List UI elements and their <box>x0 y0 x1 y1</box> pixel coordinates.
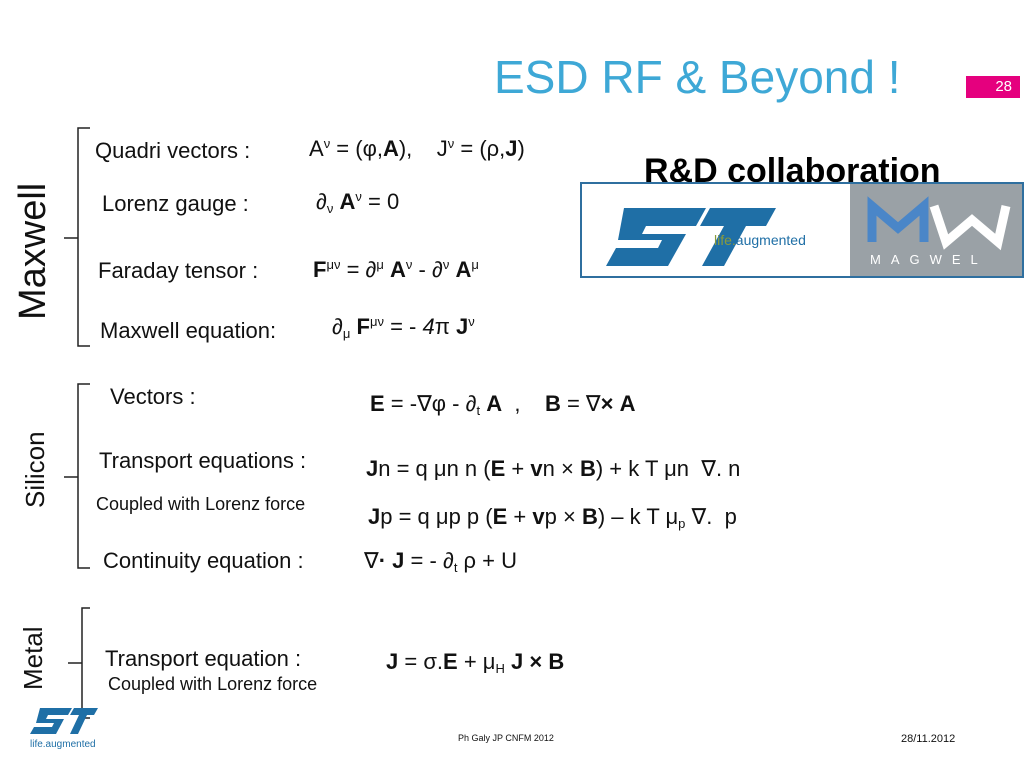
st-logo-small-icon <box>30 708 98 734</box>
magwel-logo: MAGWEL <box>850 184 1022 276</box>
metal-transport-equation-label: Transport equation : <box>105 646 302 671</box>
continuity-equation-label: Continuity equation : <box>103 548 304 573</box>
continuity-equation: ∇· J = - ∂t ρ + U <box>364 548 518 575</box>
footer-author: Ph Galy JP CNFM 2012 <box>458 733 554 743</box>
quadri-vectors-equation: Aν = (φ,A), Jν = (ρ,J) <box>309 136 525 161</box>
page-number-badge: 28 <box>966 76 1020 98</box>
slide-title: ESD RF & Beyond ! <box>494 51 901 103</box>
silicon-section-label: Silicon <box>20 431 50 508</box>
lorenz-gauge-label: Lorenz gauge : <box>102 191 249 216</box>
magwel-mw-icon <box>867 196 1011 251</box>
vectors-equation: E = -∇φ - ∂t A , B = ∇× A <box>370 391 636 418</box>
maxwell-equation-label: Maxwell equation: <box>100 318 277 343</box>
st-logo-large-icon <box>606 208 776 266</box>
maxwell-section-label: Maxwell <box>12 182 54 320</box>
silicon-coupled-lorenz-label: Coupled with Lorenz force <box>96 494 306 514</box>
footer-date: 28/11.2012 <box>901 733 956 745</box>
faraday-tensor-equation: Fμν = ∂μ Aν - ∂ν Aμ <box>313 257 479 282</box>
lorenz-gauge-equation: ∂ν Aν = 0 <box>316 189 400 216</box>
electron-transport-equation: Jn = q μn n (E + vn × B) + k T μn ∇. n <box>366 456 741 481</box>
metal-section-label: Metal <box>18 626 48 690</box>
quadri-vectors-label: Quadri vectors : <box>95 138 251 163</box>
metal-transport-equation: J = σ.E + μH J × B <box>386 649 565 676</box>
maxwell-equation: ∂μ Fμν = - 4π Jν <box>332 314 475 341</box>
page-number: 28 <box>995 78 1012 95</box>
metal-coupled-lorenz-label: Coupled with Lorenz force <box>108 674 318 694</box>
transport-equations-label: Transport equations : <box>99 448 307 473</box>
hole-transport-equation: Jp = q μp p (E + vp × B) – k T μp ∇. p <box>368 504 737 531</box>
st-tagline: life.augmented <box>714 232 806 248</box>
magwel-text: MAGWEL <box>870 252 988 267</box>
faraday-tensor-label: Faraday tensor : <box>98 258 259 283</box>
partner-logos-box: life.augmented MAGWEL <box>580 182 1024 278</box>
vectors-label: Vectors : <box>110 384 196 409</box>
footer-logo-tagline: life.augmented <box>30 739 96 750</box>
